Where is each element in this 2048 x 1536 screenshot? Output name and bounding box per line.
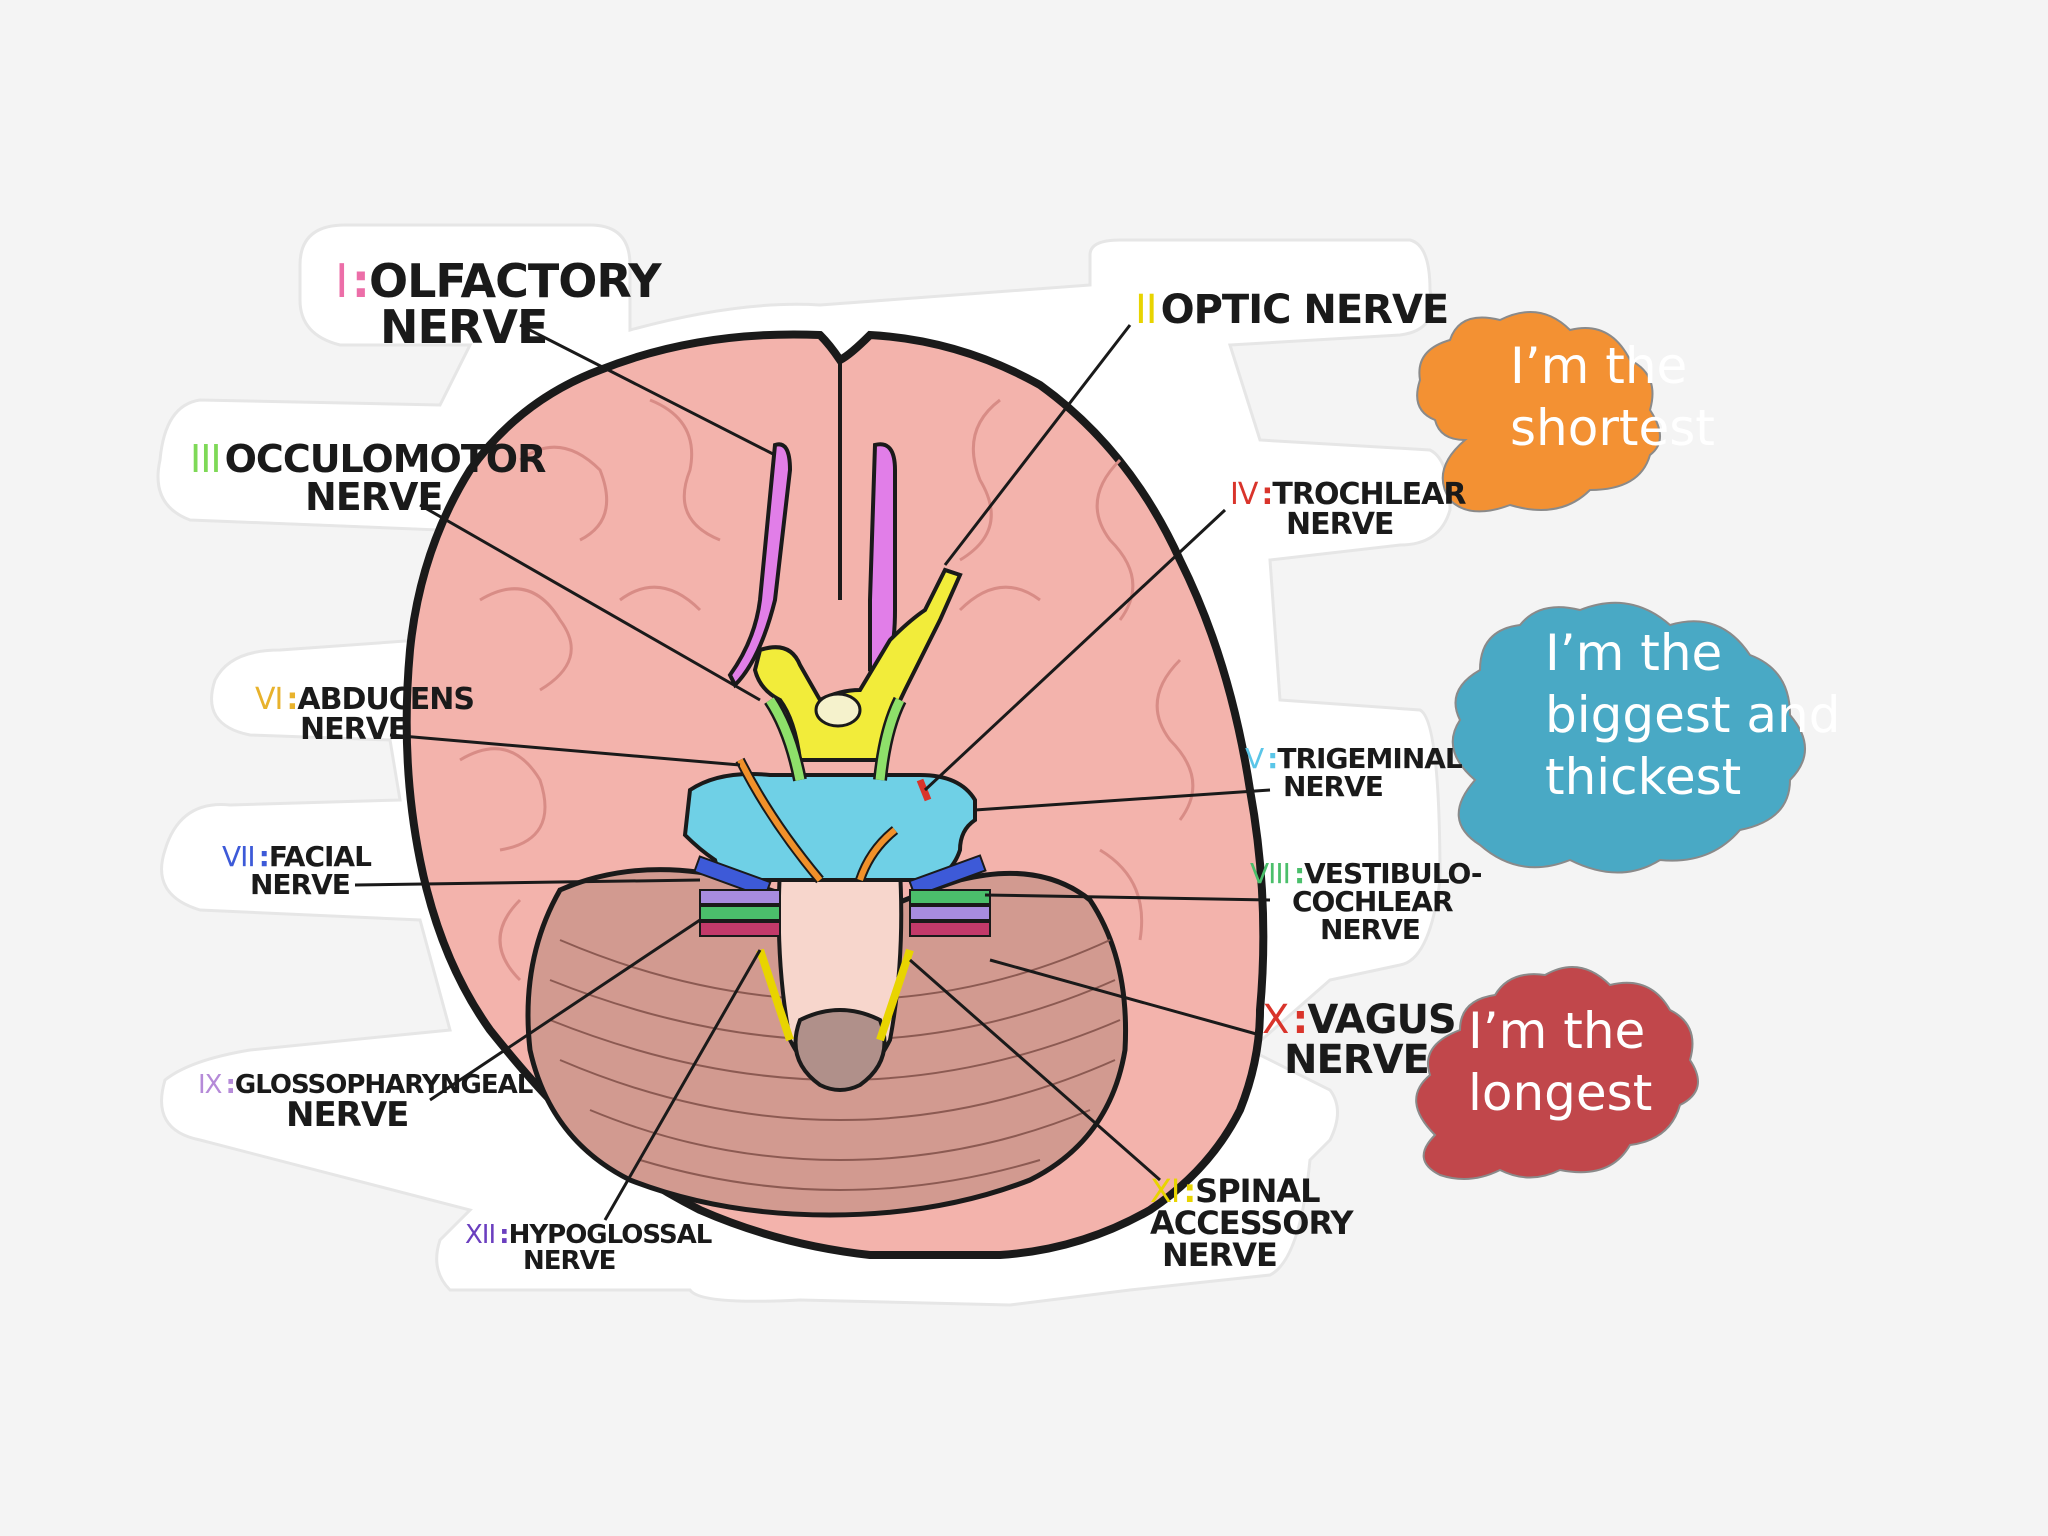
- sep-trigeminal: :: [1267, 742, 1278, 775]
- callout-biggest: I’m the biggest and thickest: [1545, 622, 1840, 808]
- glossopharyngeal-line-2: NERVE: [286, 1095, 409, 1135]
- sep-accessory: :: [1183, 1172, 1196, 1210]
- callout-shortest-line-2: shortest: [1510, 399, 1715, 457]
- label-trigeminal: V:TRIGEMINAL NERVE: [1245, 742, 1463, 803]
- accessory-line-1: SPINAL: [1195, 1172, 1320, 1210]
- label-hypoglossal: XII:HYPOGLOSSAL NERVE: [465, 1220, 713, 1276]
- numeral-vestibulo: VIII: [1250, 857, 1291, 890]
- numeral-optic: II: [1135, 287, 1158, 333]
- sep-facial: :: [258, 840, 270, 873]
- callout-biggest-line-3: thickest: [1545, 748, 1742, 806]
- trochlear-nerve: [916, 778, 932, 802]
- label-vestibulo: VIII:VESTIBULO- COCHLEAR NERVE: [1250, 857, 1483, 946]
- label-trochlear: IV:TROCHLEAR NERVE: [1230, 477, 1467, 542]
- accessory-line-2: ACCESSORY: [1150, 1204, 1354, 1242]
- vagus-line-1: VAGUS: [1307, 997, 1456, 1043]
- pituitary: [814, 692, 862, 728]
- trigeminal-line-1: TRIGEMINAL: [1277, 742, 1462, 775]
- facial-line-2: NERVE: [250, 868, 351, 901]
- vestibulo-line-1: VESTIBULO-: [1304, 857, 1482, 890]
- numeral-accessory: XI: [1150, 1172, 1180, 1210]
- leader-lines: [354, 323, 1271, 1221]
- callout-longest-line-1: I’m the: [1468, 1002, 1646, 1060]
- label-olfactory: I:OLFACTORY NERVE: [335, 258, 662, 350]
- numeral-hypoglossal: XII: [465, 1220, 496, 1250]
- optic-line-1: OPTIC NERVE: [1160, 287, 1450, 333]
- callout-clouds: [1415, 311, 1806, 1180]
- callout-longest: I’m the longest: [1468, 1000, 1652, 1124]
- vagus-line-2: NERVE: [1284, 1037, 1430, 1083]
- label-accessory: XI:SPINAL ACCESSORY NERVE: [1150, 1172, 1354, 1274]
- label-abducens: VI:ABDUCENS NERVE: [255, 682, 475, 747]
- sep-trochlear: :: [1261, 477, 1273, 512]
- vestibulo-line-2: COCHLEAR: [1292, 885, 1454, 918]
- label-vagus: X:VAGUS NERVE: [1262, 997, 1457, 1083]
- numeral-occulomotor: III: [190, 437, 222, 481]
- numeral-glossopharyngeal: IX: [198, 1070, 223, 1100]
- sep-abducens: :: [286, 682, 298, 717]
- abducens-line-2: NERVE: [300, 712, 408, 747]
- lower-cranial-nerves: [693, 854, 991, 1042]
- vestibulo-line-3: NERVE: [1320, 913, 1421, 946]
- label-glossopharyngeal: IX:GLOSSOPHARYNGEAL NERVE: [198, 1070, 533, 1135]
- olfactory-bulb-left: [727, 442, 793, 689]
- facial-line-1: FACIAL: [268, 840, 372, 873]
- numeral-olfactory: I: [335, 254, 349, 308]
- sep-vestibulo: :: [1293, 857, 1305, 890]
- trochlear-line-2: NERVE: [1286, 507, 1394, 542]
- glossopharyngeal-line-1: GLOSSOPHARYNGEAL: [234, 1070, 533, 1100]
- numeral-vagus: X: [1262, 997, 1289, 1043]
- callout-shortest: I’m the shortest: [1510, 335, 1715, 459]
- occulomotor-line-2: NERVE: [305, 475, 443, 519]
- trochlear-line-1: TROCHLEAR: [1272, 477, 1466, 512]
- cloud-biggest: [1451, 601, 1806, 874]
- callout-longest-line-2: longest: [1468, 1064, 1653, 1122]
- spinal-cord: [793, 1008, 887, 1092]
- trigeminal-line-2: NERVE: [1283, 770, 1384, 803]
- olfactory-line-2: NERVE: [380, 300, 548, 354]
- sep-olfactory: :: [351, 254, 370, 308]
- numeral-facial: VII: [222, 840, 256, 873]
- olfactory-line-1: OLFACTORY: [368, 254, 662, 308]
- numeral-trochlear: IV: [1230, 477, 1258, 512]
- hypoglossal-line-1: HYPOGLOSSAL: [508, 1220, 713, 1250]
- numeral-trigeminal: V: [1245, 742, 1264, 775]
- cloud-longest: [1415, 966, 1699, 1180]
- numeral-abducens: VI: [255, 682, 283, 717]
- label-facial: VII:FACIAL NERVE: [222, 840, 372, 901]
- cloud-shortest: [1416, 311, 1661, 513]
- sep-hypoglossal: :: [499, 1220, 509, 1250]
- abducens-line-1: ABDUCENS: [297, 682, 475, 717]
- hypoglossal-line-2: NERVE: [523, 1246, 616, 1276]
- sep-glossopharyngeal: :: [225, 1070, 235, 1100]
- callout-shortest-line-1: I’m the: [1510, 337, 1688, 395]
- sep-vagus: :: [1292, 997, 1308, 1043]
- pons: [682, 772, 977, 882]
- accessory-line-3: NERVE: [1162, 1236, 1278, 1274]
- callout-biggest-line-1: I’m the: [1545, 624, 1723, 682]
- callout-biggest-line-2: biggest and: [1545, 686, 1841, 744]
- occulomotor-line-1: OCCULOMOTOR: [224, 437, 547, 481]
